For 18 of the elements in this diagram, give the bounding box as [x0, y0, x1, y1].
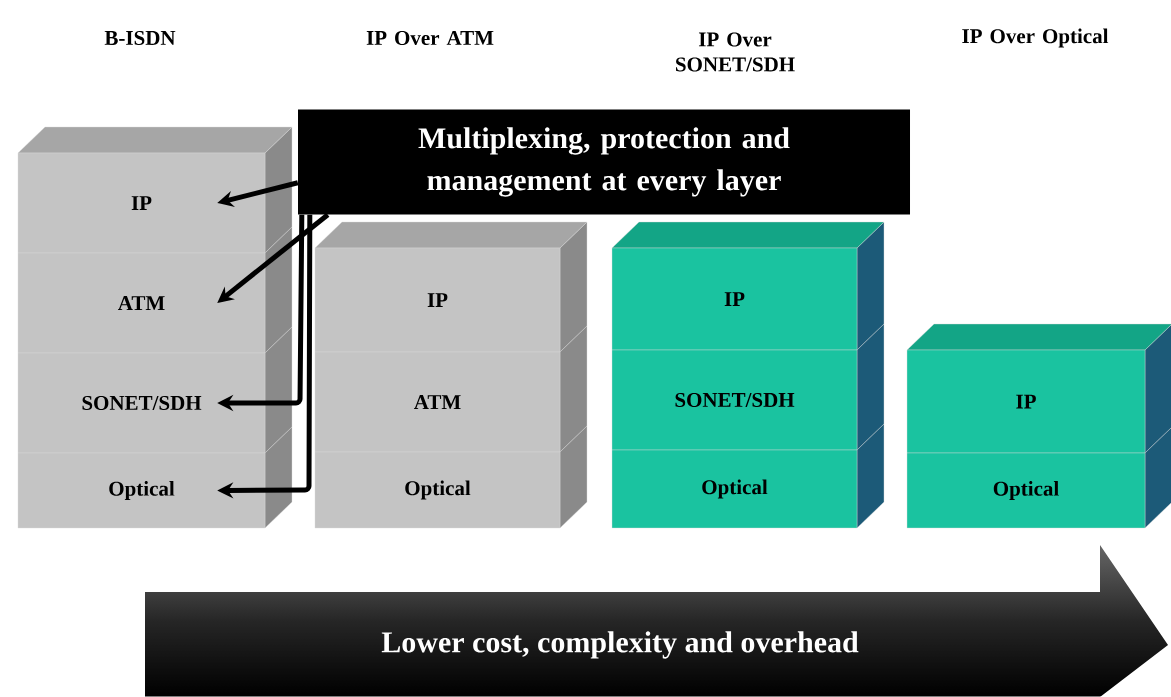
layer-box: SONET/SDH — [611, 323, 885, 451]
layer-box: Optical — [17, 426, 293, 529]
layer-box: Optical — [314, 425, 588, 529]
column-heading: IP Over Optical — [962, 28, 1109, 48]
layer-box: Optical — [611, 423, 885, 529]
callout-box: Multiplexing, protection and management at every layer — [298, 109, 910, 215]
column-heading: IP Over ATM — [366, 30, 494, 46]
column-heading: IP Over SONET/SDH — [676, 32, 795, 72]
big-arrow: Lower cost, complexity and overhead — [381, 631, 859, 659]
layer-box: ATM — [314, 325, 588, 453]
layer-box: Optical — [906, 426, 1171, 529]
layer-box: SONET/SDH — [17, 326, 293, 454]
layer-box: IP — [611, 221, 885, 351]
layer-box: ATM — [17, 226, 293, 354]
layer-box: IP — [906, 323, 1171, 454]
layer-box: IP — [314, 221, 588, 353]
column-heading: B-ISDN — [104, 30, 176, 46]
layer-box: IP — [17, 126, 293, 254]
